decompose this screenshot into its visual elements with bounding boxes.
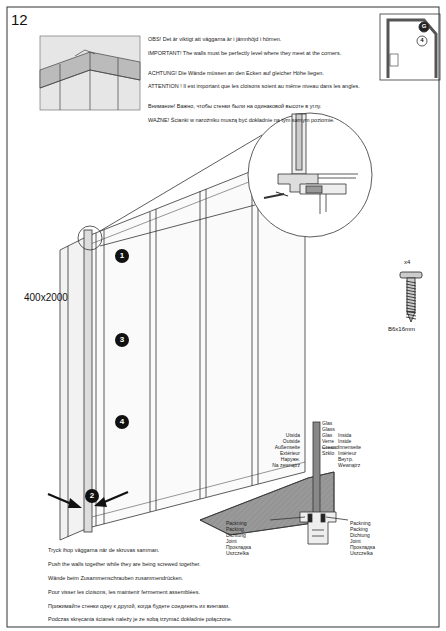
packing-label: Packning (350, 520, 371, 526)
callout-number: 2 (87, 491, 97, 501)
glass-label: Стекло (322, 444, 339, 450)
screw-thread (406, 281, 416, 283)
inset-letter: G (420, 23, 428, 31)
instruction-text: Wände beim Zusammenschrauben zusammendrü… (48, 575, 183, 582)
outside-label: Extérieur (240, 450, 300, 456)
callout-number: 4 (117, 417, 127, 427)
outside-label: Utsida (240, 432, 300, 438)
screw-thread (406, 296, 416, 298)
packing-label: Packing (350, 526, 368, 532)
callout-number: 3 (117, 335, 127, 345)
screw-thread (406, 293, 416, 295)
packing-label: Uszczelka (350, 550, 373, 556)
inside-label: Inside (338, 438, 351, 444)
outside-label: Outside (240, 438, 300, 444)
warning-note: WAŻNE! Ścianki w narożniku muszą być dok… (148, 117, 376, 124)
inside-label: Wewnątrz (338, 462, 360, 468)
warning-note: OBS! Det är viktigt att väggarna är i jä… (148, 36, 376, 43)
glass-label: Verre (322, 438, 334, 444)
packing-label: Joint (350, 538, 361, 544)
instruction-text: Прижимайте стенки одну к другой, когда б… (48, 603, 230, 610)
glass-label: Glas (322, 432, 332, 438)
inside-label: Innenseite (338, 444, 361, 450)
screw-thread (406, 290, 416, 292)
screw-thread (406, 299, 416, 301)
packing-label: Прокладка (350, 544, 375, 550)
inside-label: Внутр. (338, 456, 353, 462)
outside-label: Наружн. (240, 456, 300, 462)
inset-number: 4 (418, 37, 426, 45)
outside-label: Na zewnątrz (240, 462, 300, 468)
glass-label: Glass (322, 426, 335, 432)
screw-thread (406, 284, 416, 286)
packing-label: Dichtung (226, 532, 268, 538)
screw-thread (406, 317, 416, 319)
inside-label: Intérieur (338, 450, 356, 456)
screw-thread (406, 314, 416, 316)
roof-corner-sketch (40, 36, 140, 110)
screw-size: B6x16mm (388, 326, 415, 334)
instruction-text: Pour visser les cloisons, les maintenir … (48, 589, 200, 596)
packing-label: Dichtung (350, 532, 370, 538)
step-number: 12 (11, 11, 28, 30)
inside-label: Insida (338, 432, 351, 438)
quantity-label: x4 (404, 259, 410, 267)
dimension-label: 400x2000 (24, 292, 68, 305)
packing-label: Packning (226, 520, 268, 526)
packing-label: Joint (226, 538, 268, 544)
screw-thread (406, 308, 416, 310)
packing-label: Прокладка (226, 544, 268, 550)
screw-thread (406, 302, 416, 304)
packing-label: Uszczelka (226, 550, 268, 556)
warning-note: ACHTUNG! Die Wände müssen an den Ecken a… (148, 70, 376, 77)
instruction-text: Push the walls together while they are b… (48, 561, 201, 568)
screw-thread (406, 311, 416, 313)
warning-note: Внимание! Важно, чтобы стенки были на од… (148, 103, 376, 110)
instruction-text: Tryck ihop väggarna när de skruvas samma… (48, 547, 159, 554)
page-border (7, 7, 439, 627)
outside-label: Außenseite (240, 444, 300, 450)
packing-label: Packing (226, 526, 268, 532)
glass-label: Glas (322, 420, 332, 426)
callout-number: 1 (117, 251, 127, 261)
screw-thread (406, 305, 416, 307)
warning-note: ATTENTION ! Il est important que les clo… (148, 83, 376, 90)
glass-label: Szkło (322, 450, 334, 456)
screw-symbol (400, 272, 422, 322)
profile-section (270, 422, 348, 544)
warning-note: IMPORTANT! The walls must be perfectly l… (148, 50, 376, 57)
callout-circles (85, 249, 129, 503)
instruction-text: Podczas skręcania ścianek należy je ze s… (48, 616, 232, 623)
plan-inset (380, 14, 440, 80)
screw-thread (406, 287, 416, 289)
detail-zoom (78, 113, 372, 250)
